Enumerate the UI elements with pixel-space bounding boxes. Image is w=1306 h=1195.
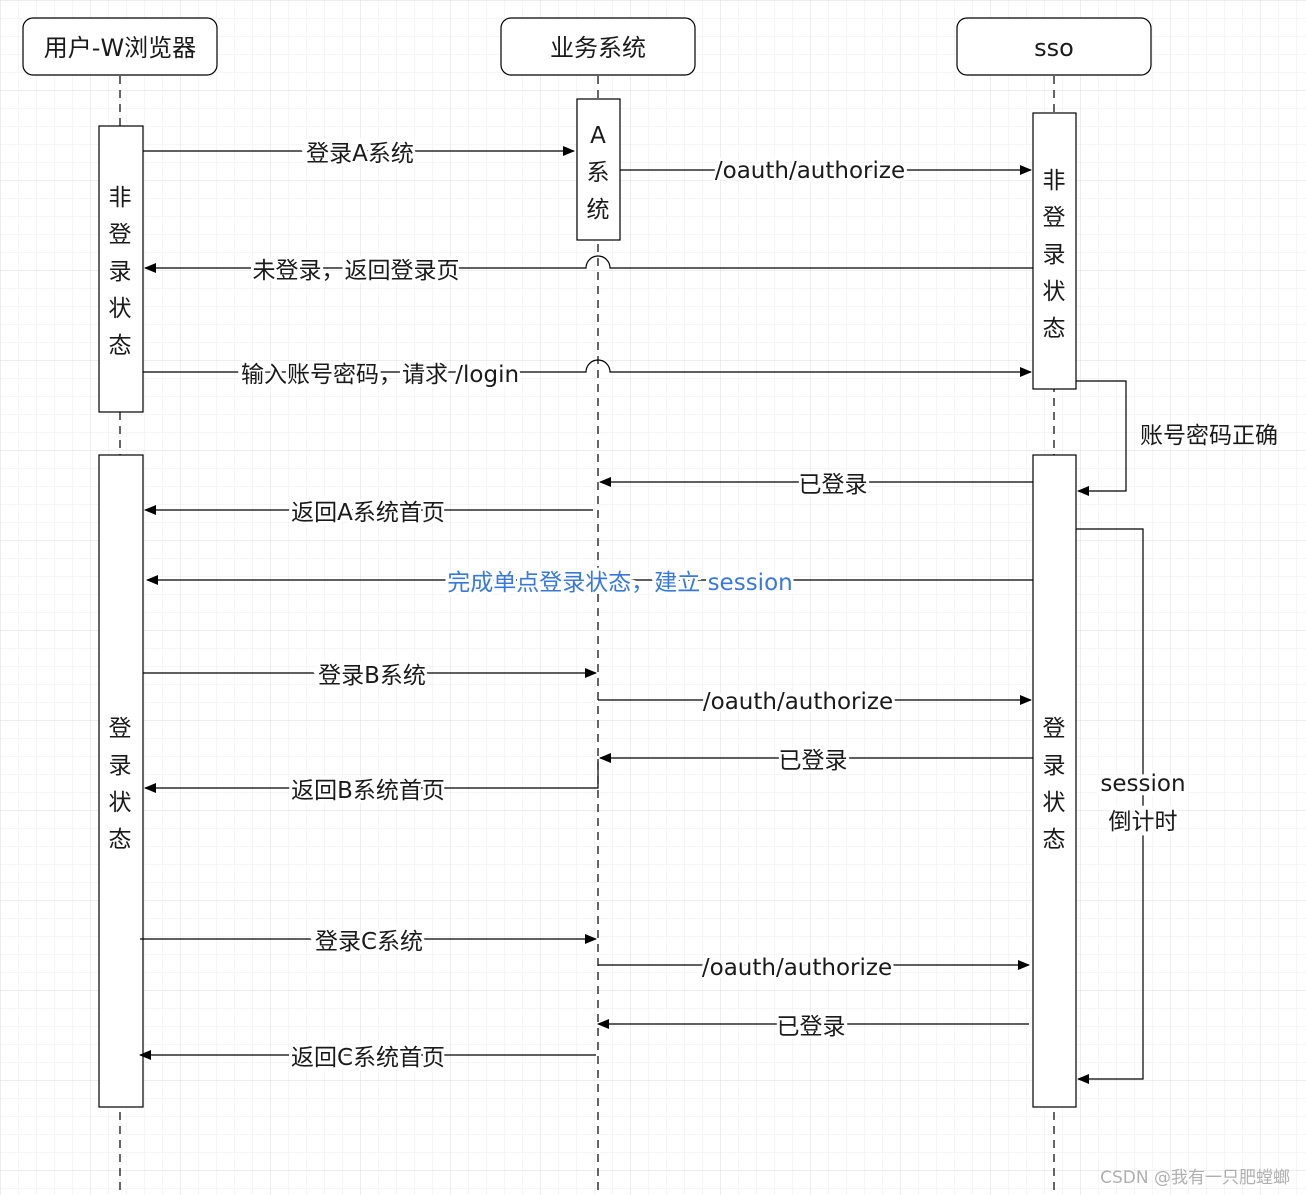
message-oauth-authorize-2-label: /oauth/authorize: [703, 689, 893, 715]
message-not-logged-return: 未登录，返回登录页: [144, 255, 1033, 287]
message-return-a-home-label: 返回A系统首页: [291, 500, 445, 526]
participant-biz-label: 业务系统: [550, 34, 646, 62]
activation-user-not-logged-label: 非登录状态: [109, 185, 132, 359]
message-oauth-authorize-2: /oauth/authorize: [598, 686, 1032, 718]
participant-user: 用户-W浏览器: [22, 17, 218, 76]
participant-biz: 业务系统: [500, 17, 696, 76]
activation-sso-not-logged-label: 非登录状态: [1043, 168, 1066, 342]
note-session-countdown-1: session: [1100, 771, 1185, 797]
note-session-countdown-2: 倒计时: [1109, 809, 1178, 835]
message-login-c-label: 登录C系统: [315, 929, 423, 955]
message-logged-c: 已登录: [597, 1011, 1029, 1043]
message-logged-a-label: 已登录: [799, 472, 868, 498]
note-credentials-ok: 账号密码正确: [1140, 423, 1278, 449]
message-return-c-home: 返回C系统首页: [139, 1042, 596, 1074]
message-sso-session-label: 完成单点登录状态，建立 session: [447, 570, 792, 596]
message-return-c-home-label: 返回C系统首页: [291, 1045, 445, 1071]
message-oauth-authorize-3-label: /oauth/authorize: [702, 955, 892, 981]
message-login-c: 登录C系统: [140, 926, 597, 958]
activation-sso-logged-label: 登录状态: [1043, 716, 1066, 853]
message-login-b-label: 登录B系统: [318, 663, 426, 689]
activation-user-logged: [98, 454, 144, 1108]
activation-biz-a: [576, 98, 621, 241]
message-login-request: 输入账号密码，请求 /login: [143, 359, 1032, 391]
message-not-logged-return-label: 未登录，返回登录页: [253, 258, 460, 284]
message-return-a-home: 返回A系统首页: [144, 497, 593, 529]
message-login-a-label: 登录A系统: [306, 141, 414, 167]
self-message-credentials-ok: 账号密码正确: [1076, 380, 1278, 496]
activation-sso-logged: [1032, 454, 1077, 1108]
activation-user-logged-label: 登录状态: [109, 716, 132, 853]
participant-sso-label: sso: [1034, 34, 1074, 62]
watermark: CSDN @我有一只肥螳螂: [1100, 1168, 1290, 1188]
message-oauth-authorize-1: /oauth/authorize: [620, 155, 1032, 187]
message-oauth-authorize-1-label: /oauth/authorize: [715, 158, 905, 184]
participant-user-label: 用户-W浏览器: [44, 34, 196, 62]
self-message-session-countdown: session 倒计时: [1076, 528, 1190, 1084]
message-logged-a: 已登录: [599, 469, 1033, 501]
message-return-b-home-label: 返回B系统首页: [291, 778, 445, 804]
participant-sso: sso: [956, 17, 1152, 76]
message-logged-b: 已登录: [599, 745, 1033, 777]
message-return-b-home: 返回B系统首页: [144, 759, 599, 807]
message-sso-session: 完成单点登录状态，建立 session: [146, 567, 1033, 599]
activation-user-not-logged: [98, 125, 144, 413]
activation-sso-not-logged: [1032, 112, 1077, 390]
message-login-b: 登录B系统: [143, 660, 597, 692]
message-login-request-label: 输入账号密码，请求 /login: [241, 362, 519, 388]
message-oauth-authorize-3: /oauth/authorize: [598, 952, 1030, 984]
message-logged-b-label: 已登录: [779, 748, 848, 774]
message-logged-c-label: 已登录: [777, 1014, 846, 1040]
message-login-a: 登录A系统: [143, 138, 575, 170]
